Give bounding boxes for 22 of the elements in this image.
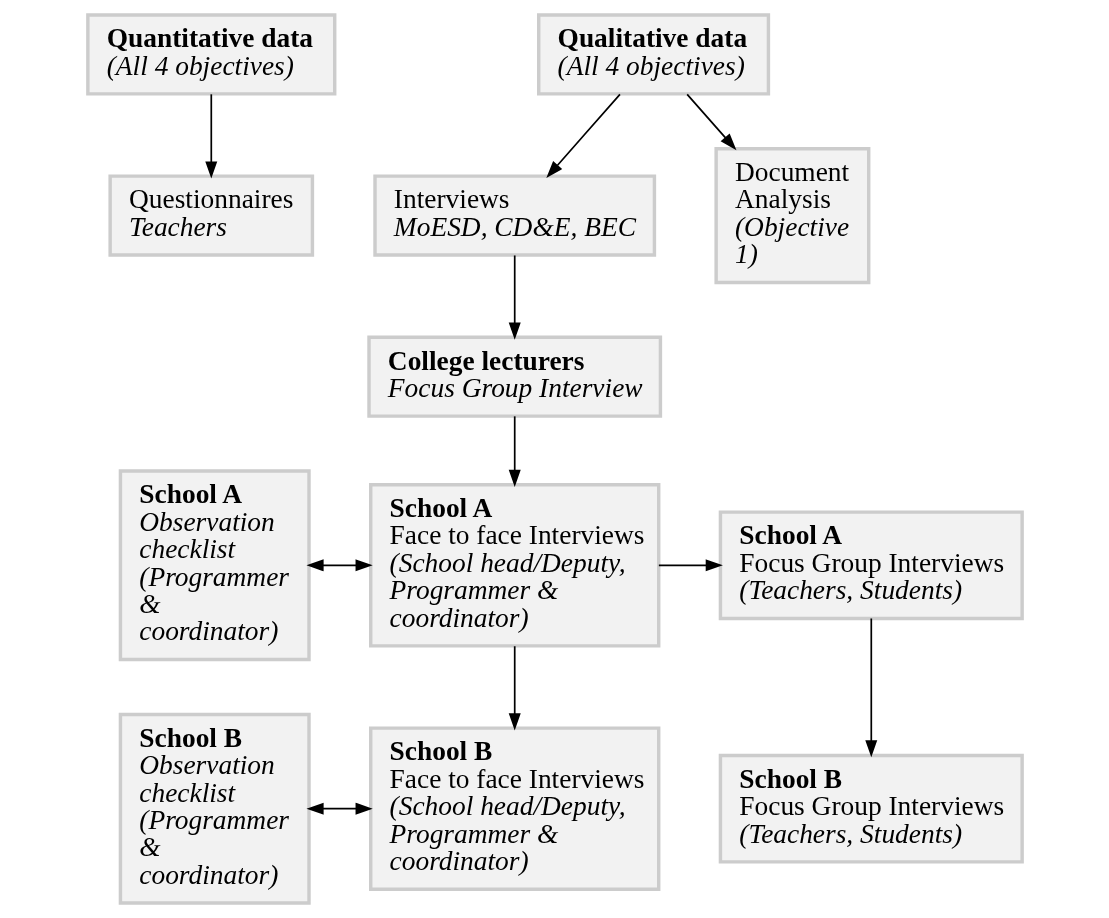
node-box: School A Observation checklist (Programmer & coordinator) bbox=[118, 469, 311, 662]
node-box: School A Focus Group Interviews (Teachers, Students) bbox=[718, 510, 1024, 621]
arrow bbox=[545, 93, 621, 178]
node-box: School B Observation checklist (Programmer & coordinator) bbox=[118, 712, 311, 905]
arrow bbox=[508, 254, 521, 340]
node-box: College lecturers Focus Group Interview bbox=[366, 335, 662, 418]
arrow bbox=[508, 645, 521, 731]
arrow bbox=[657, 559, 723, 572]
arrow bbox=[305, 802, 373, 815]
node-box: Questionnaires Teachers bbox=[107, 174, 314, 257]
arrow bbox=[864, 617, 877, 758]
node-box: School B Face to face Interviews (School head/Deputy, Programmer & coordinator) bbox=[368, 726, 660, 891]
arrow bbox=[305, 559, 373, 572]
arrow bbox=[204, 93, 217, 179]
node-box: Interviews MoESD, CD&E, BEC bbox=[372, 174, 656, 257]
node-box: Quantitative data (All 4 objectives) bbox=[85, 13, 336, 96]
node-box: Document Analysis (Objective 1) bbox=[713, 147, 870, 285]
arrow bbox=[508, 415, 521, 488]
node-box: School B Focus Group Interviews (Teachers, Students) bbox=[718, 753, 1024, 864]
node-box: School A Face to face Interviews (School head/Deputy, Programmer & coordinator) bbox=[368, 483, 660, 648]
arrow bbox=[685, 93, 736, 151]
node-box: Qualitative data (All 4 objectives) bbox=[536, 13, 770, 96]
